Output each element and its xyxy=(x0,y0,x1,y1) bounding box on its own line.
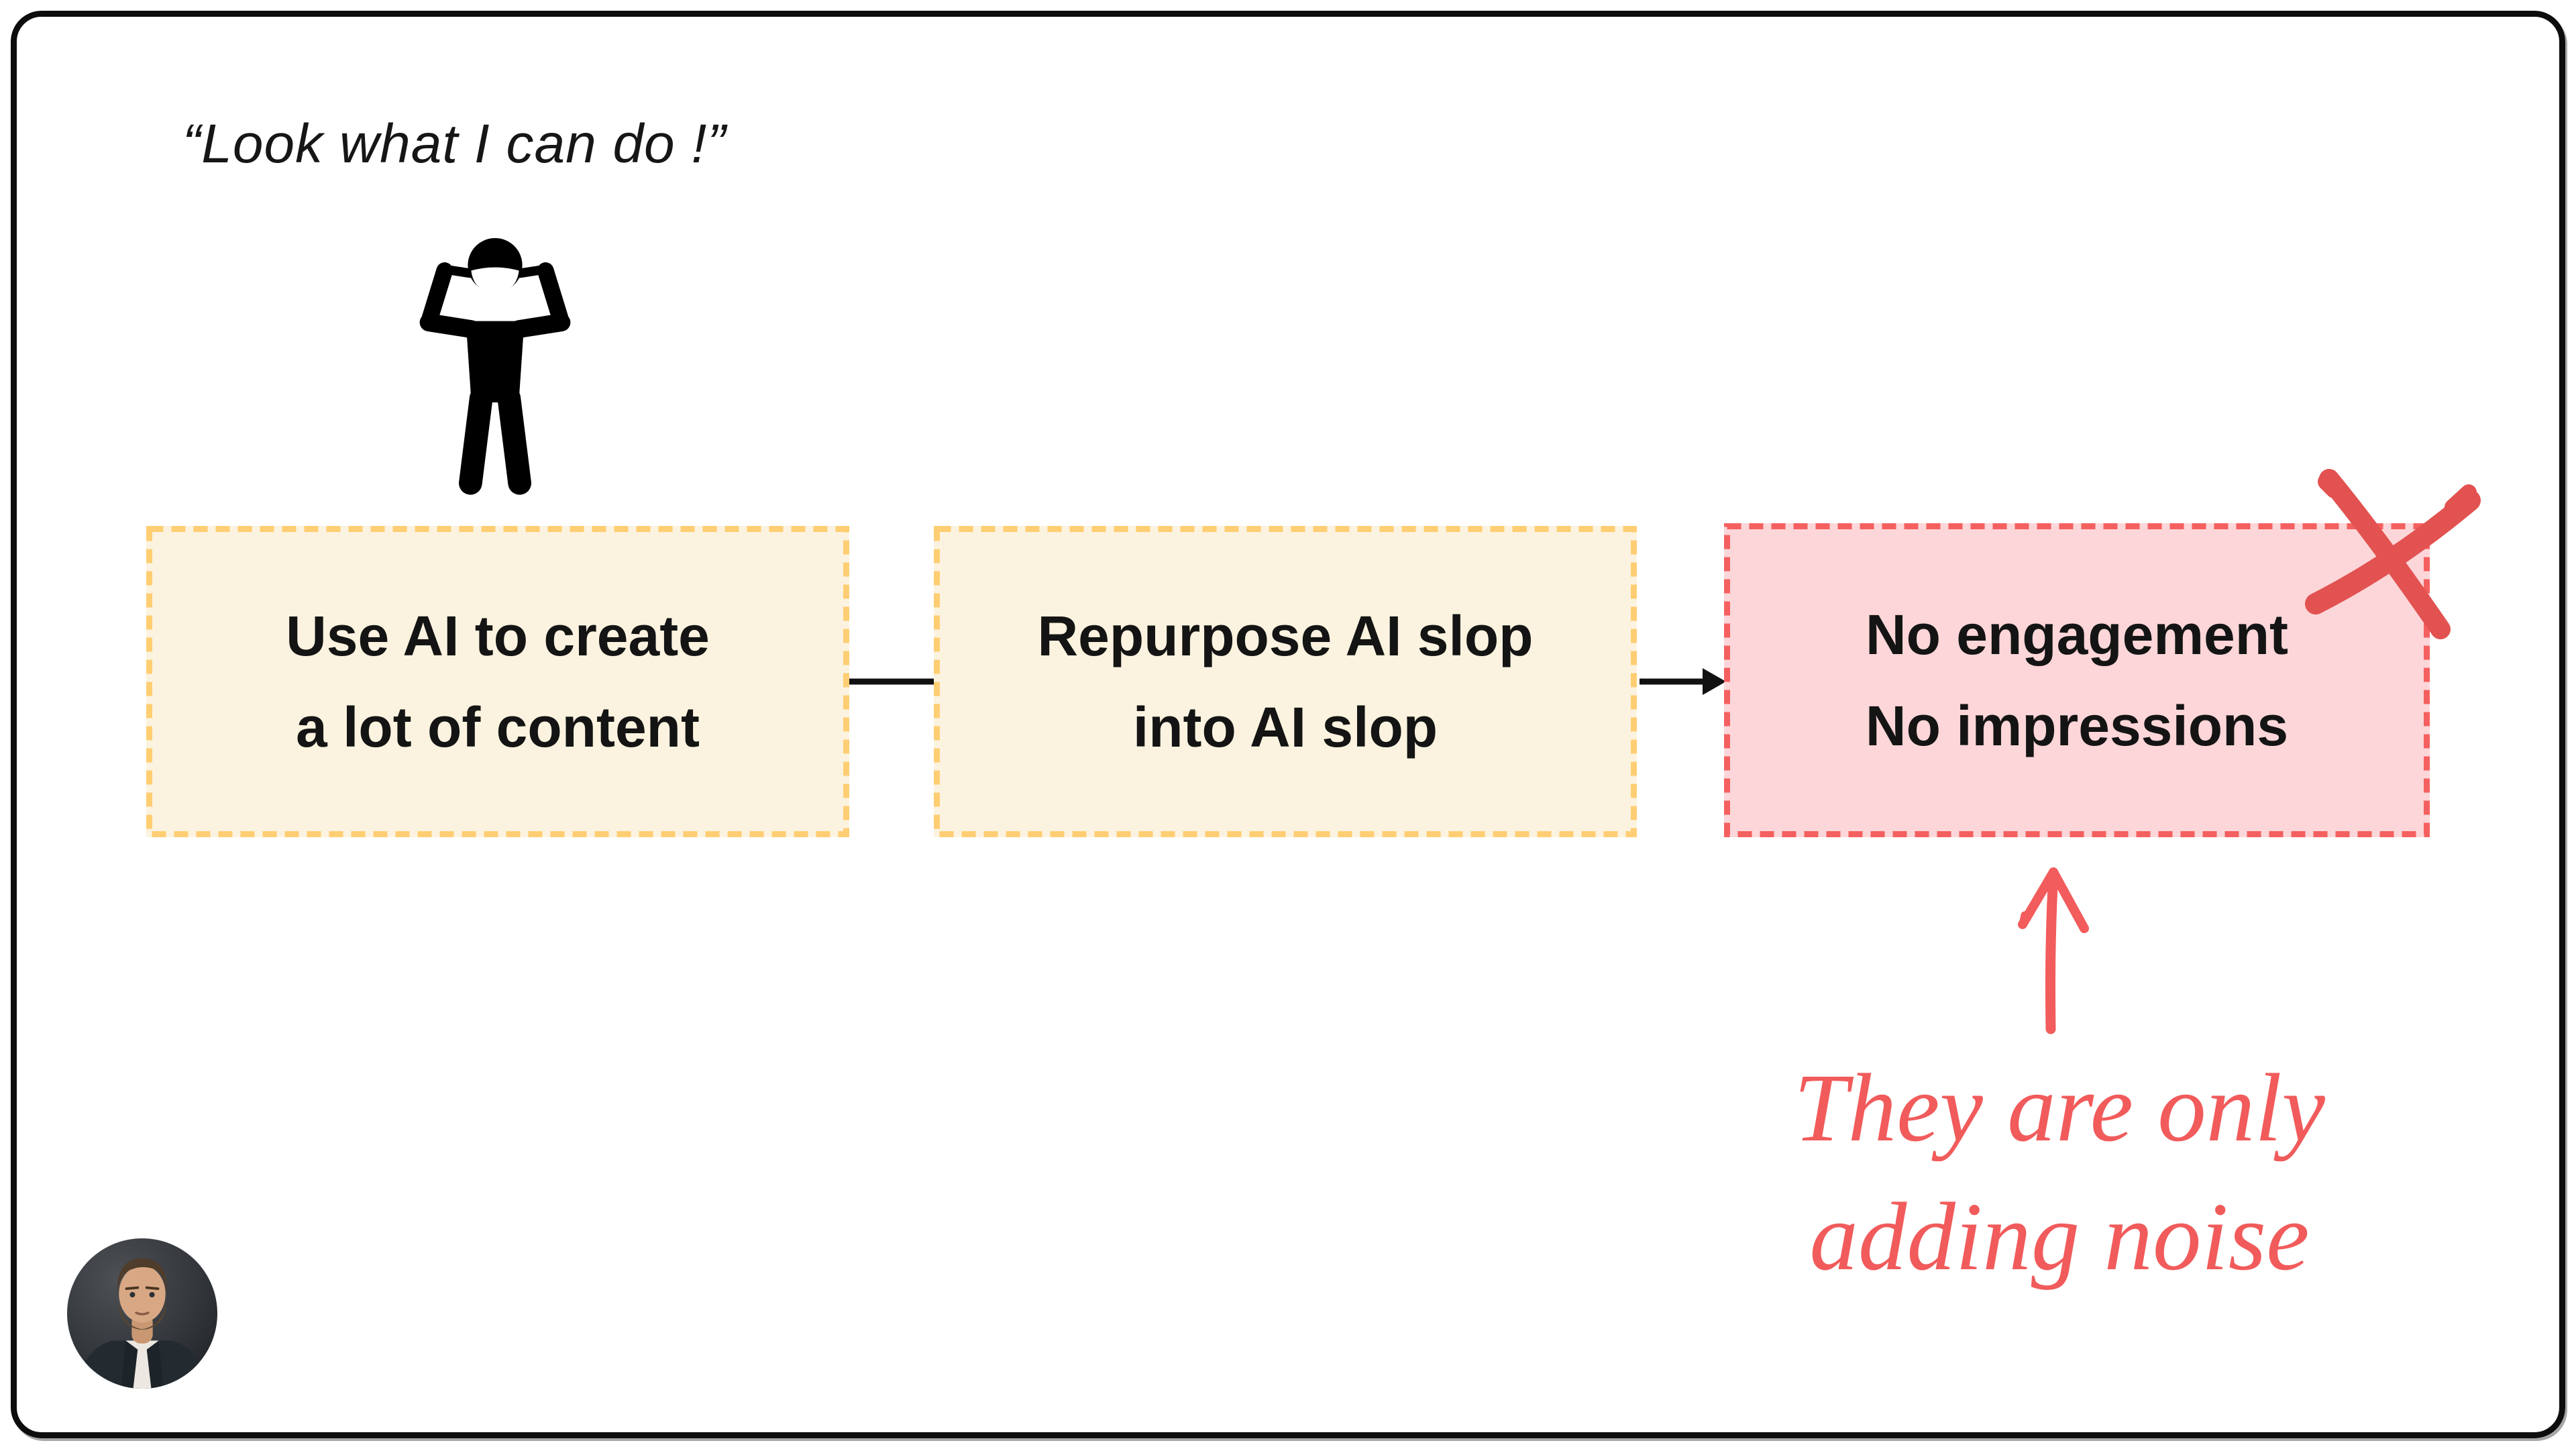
quote-text: “Look what I can do !” xyxy=(182,113,727,174)
note-line: They are only xyxy=(1794,1055,2325,1162)
connector-line xyxy=(849,678,934,685)
person-pointing-at-self-icon xyxy=(419,237,571,495)
box-text-line: into AI slop xyxy=(1132,696,1438,759)
red-up-arrow-icon xyxy=(2018,867,2089,1034)
note-line: adding noise xyxy=(1809,1183,2310,1291)
connector-arrow xyxy=(1640,668,1726,695)
slide-border-frame xyxy=(11,11,2565,1438)
dashed-border xyxy=(1724,523,2430,837)
portrait-photo xyxy=(67,1238,217,1389)
red-cross-icon xyxy=(2305,469,2481,639)
flow-box-use-ai-create: Use AI to create a lot of content xyxy=(146,526,849,837)
box-text-line: Repurpose AI slop xyxy=(1037,604,1534,667)
box-text-line: Use AI to create xyxy=(286,604,710,667)
dashed-border xyxy=(146,526,849,837)
box-text-line: No impressions xyxy=(1865,694,2289,757)
box-text-line: No engagement xyxy=(1865,603,2289,666)
flow-box-no-engagement: No engagement No impressions xyxy=(1724,523,2430,837)
dashed-border xyxy=(934,526,1637,837)
handwritten-note: They are only adding noise xyxy=(1684,1044,2435,1301)
flow-box-repurpose-slop: Repurpose AI slop into AI slop xyxy=(934,526,1637,837)
box-text-line: a lot of content xyxy=(296,696,700,759)
avatar xyxy=(67,1238,217,1389)
